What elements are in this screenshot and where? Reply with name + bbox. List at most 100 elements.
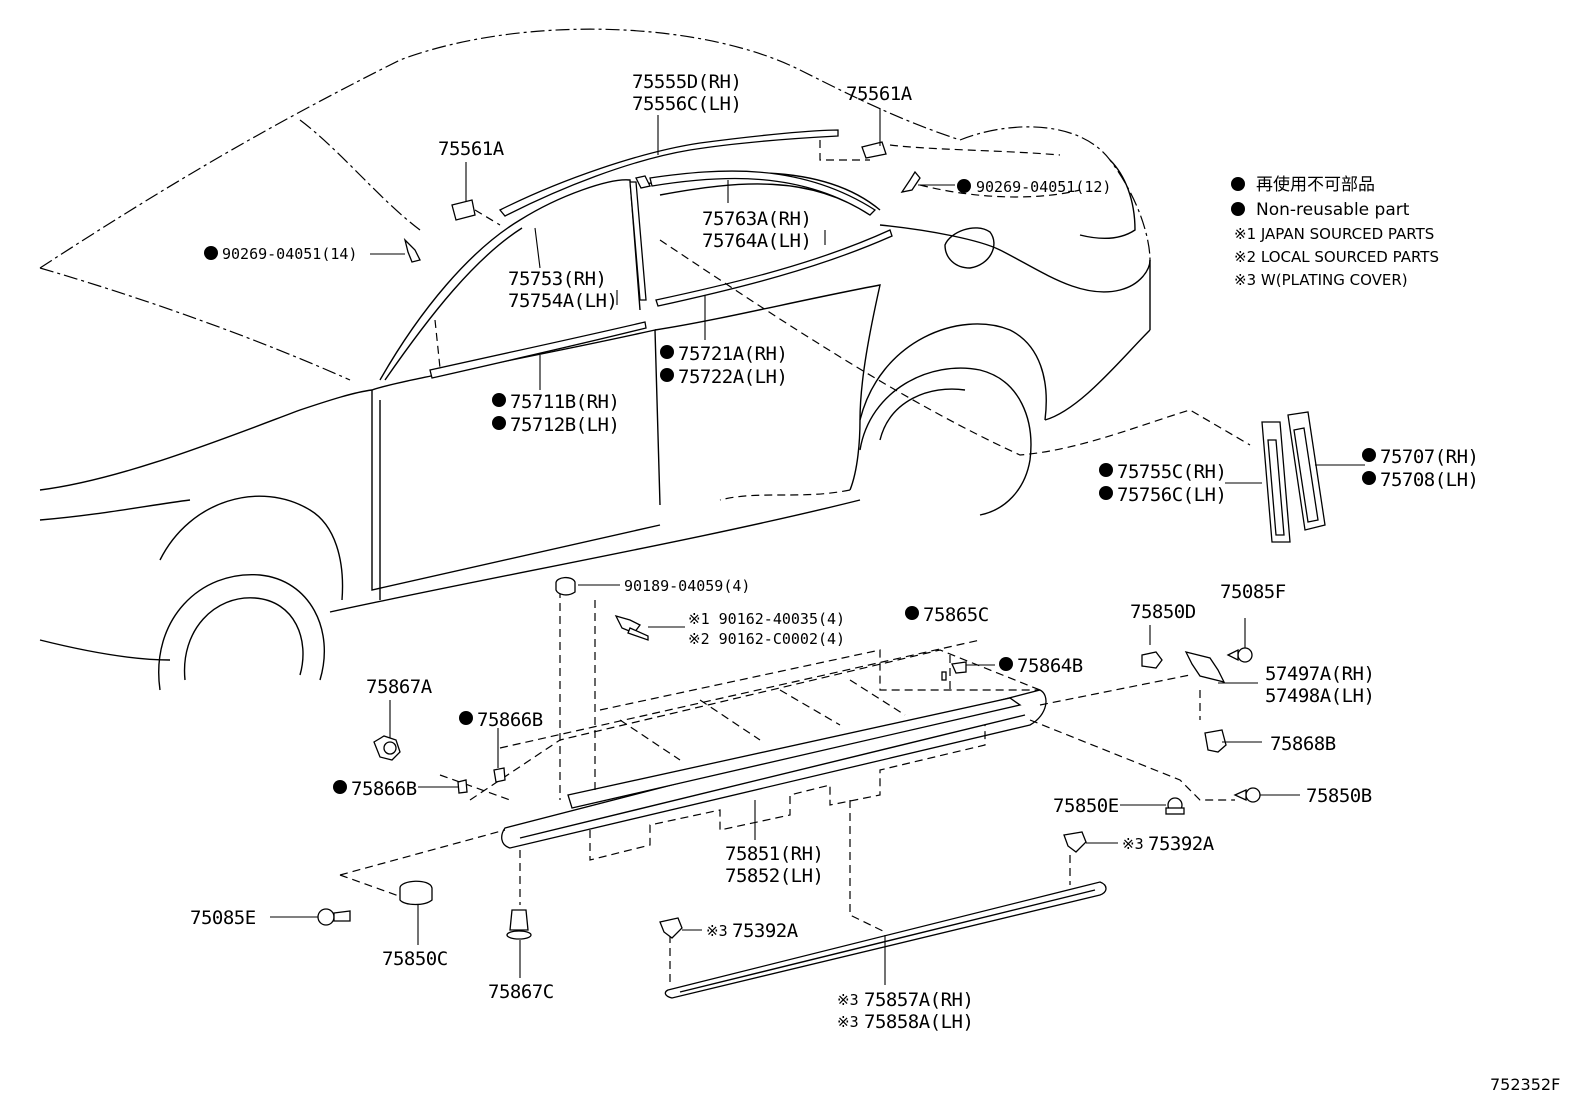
nonreusable-dot [1362, 448, 1376, 462]
label-75707: 75707(RH) [1380, 446, 1478, 468]
clip-75867A-icon [373, 735, 401, 761]
label-75866B-top: 75866B [477, 709, 543, 731]
label-75867C: 75867C [488, 981, 554, 1003]
label-75857A: 75857A(RH) [864, 989, 973, 1011]
nonreusable-dot [1099, 486, 1113, 500]
nonreusable-dot [999, 657, 1013, 671]
rocker-panel-75851 [501, 689, 1047, 849]
label-57498A: 57498A(LH) [1265, 685, 1374, 707]
clip-75867C-icon [506, 909, 532, 940]
label-75756C: 75756C(LH) [1117, 484, 1226, 506]
label-75850C: 75850C [382, 948, 448, 970]
screw-90269-left-icon [403, 237, 421, 263]
part-labels: 75555D(RH) 75556C(LH) 75561A 75561A 9026… [190, 71, 1479, 1033]
nonreusable-dot [1362, 471, 1376, 485]
label-90269-12: 90269-04051(12) [976, 178, 1111, 196]
legend-note2: ※2 LOCAL SOURCED PARTS [1234, 248, 1439, 266]
clip-75850D-icon [1141, 651, 1163, 669]
nonreusable-dot [459, 711, 473, 725]
label-75763A: 75763A(RH) [702, 208, 811, 230]
note3-mark: ※3 [706, 922, 728, 940]
clip-75865C-icon [941, 671, 947, 681]
belt-mouldings [429, 229, 893, 379]
clip-75392A-right-icon [1063, 831, 1087, 853]
label-75865C: 75865C [923, 604, 989, 626]
nonreusable-dot [1099, 463, 1113, 477]
label-75722A: 75722A(LH) [678, 366, 787, 388]
label-75764A: 75764A(LH) [702, 230, 811, 252]
label-75085E: 75085E [190, 907, 256, 929]
note3-mark: ※3 [1122, 835, 1144, 853]
clip-75850E-icon [1165, 797, 1185, 815]
legend-dot [1231, 202, 1245, 216]
label-75708: 75708(LH) [1380, 469, 1478, 491]
leader-lines [270, 108, 1365, 985]
label-75852: 75852(LH) [725, 865, 823, 887]
legend-dot [1231, 177, 1245, 191]
screw-90162-icon [614, 614, 649, 641]
bolt-75085E-icon [317, 908, 351, 926]
nonreusable-dot [333, 780, 347, 794]
legend-jp: 再使用不可部品 [1256, 174, 1375, 195]
nonreusable-dot [660, 368, 674, 382]
label-75858A: 75858A(LH) [864, 1011, 973, 1033]
nonreusable-dot [492, 393, 506, 407]
label-75850B: 75850B [1306, 785, 1372, 807]
label-75753: 75753(RH) [508, 268, 606, 290]
label-75864B: 75864B [1017, 655, 1083, 677]
nonreusable-dot [905, 606, 919, 620]
label-75555D: 75555D(RH) [632, 71, 741, 93]
clip-75392A-left-icon [659, 917, 683, 939]
label-90162-2: ※2 90162-C0002(4) [688, 630, 845, 648]
clip-75868B-icon [1204, 729, 1227, 753]
pillar-garnish-75755C [1261, 421, 1291, 543]
nonreusable-dot [957, 179, 971, 193]
clip-75864B-icon [951, 661, 967, 674]
clip-75866B-top-icon [493, 767, 506, 783]
label-75561A-left: 75561A [438, 138, 505, 160]
label-75392A-right: 75392A [1148, 833, 1215, 855]
legend-nonreusable: Non-reusable part [1256, 200, 1410, 220]
label-75866B-left: 75866B [351, 778, 417, 800]
label-75850D: 75850D [1130, 601, 1196, 623]
label-75867A: 75867A [366, 676, 433, 698]
label-75851: 75851(RH) [725, 843, 823, 865]
label-75850E: 75850E [1053, 795, 1119, 817]
label-90189: 90189-04059(4) [624, 577, 750, 595]
nonreusable-dot [204, 246, 218, 260]
label-75754A: 75754A(LH) [508, 290, 617, 312]
figure-code: 752352F [1490, 1075, 1560, 1094]
nut-75850C-icon [399, 880, 433, 906]
car-body [39, 28, 1151, 691]
bracket-57497A-icon [1184, 651, 1226, 683]
pillar-garnish-75707 [1287, 411, 1326, 531]
clip-75561A-left [451, 199, 476, 221]
clip-75866B-left-icon [457, 779, 468, 794]
lower-moulding-75857A [664, 881, 1107, 999]
roof-moulding [498, 129, 839, 217]
label-90162-1: ※1 90162-40035(4) [688, 610, 845, 628]
legend-note3: ※3 W(PLATING COVER) [1234, 271, 1408, 289]
label-57497A: 57497A(RH) [1265, 663, 1374, 685]
label-75868B: 75868B [1270, 733, 1336, 755]
legend-note1: ※1 JAPAN SOURCED PARTS [1234, 225, 1434, 243]
label-75721A: 75721A(RH) [678, 343, 787, 365]
nut-90189-icon [555, 576, 576, 596]
label-75085F: 75085F [1220, 581, 1286, 603]
legend: 再使用不可部品 Non-reusable part ※1 JAPAN SOURC… [1231, 174, 1439, 289]
bolt-75850B-icon [1233, 787, 1261, 803]
note3-mark: ※3 [837, 1013, 859, 1031]
window-frame-mouldings [629, 170, 877, 301]
label-75392A-left: 75392A [732, 920, 799, 942]
label-75556C: 75556C(LH) [632, 93, 741, 115]
label-75711B: 75711B(RH) [510, 391, 619, 413]
screw-90269-right-icon [900, 170, 921, 193]
label-75712B: 75712B(LH) [510, 414, 619, 436]
clip-75561A-right [861, 141, 887, 159]
label-75755C: 75755C(RH) [1117, 461, 1226, 483]
bolt-75085F-icon [1226, 647, 1253, 663]
nonreusable-dot [660, 345, 674, 359]
label-75561A-right: 75561A [846, 83, 913, 105]
